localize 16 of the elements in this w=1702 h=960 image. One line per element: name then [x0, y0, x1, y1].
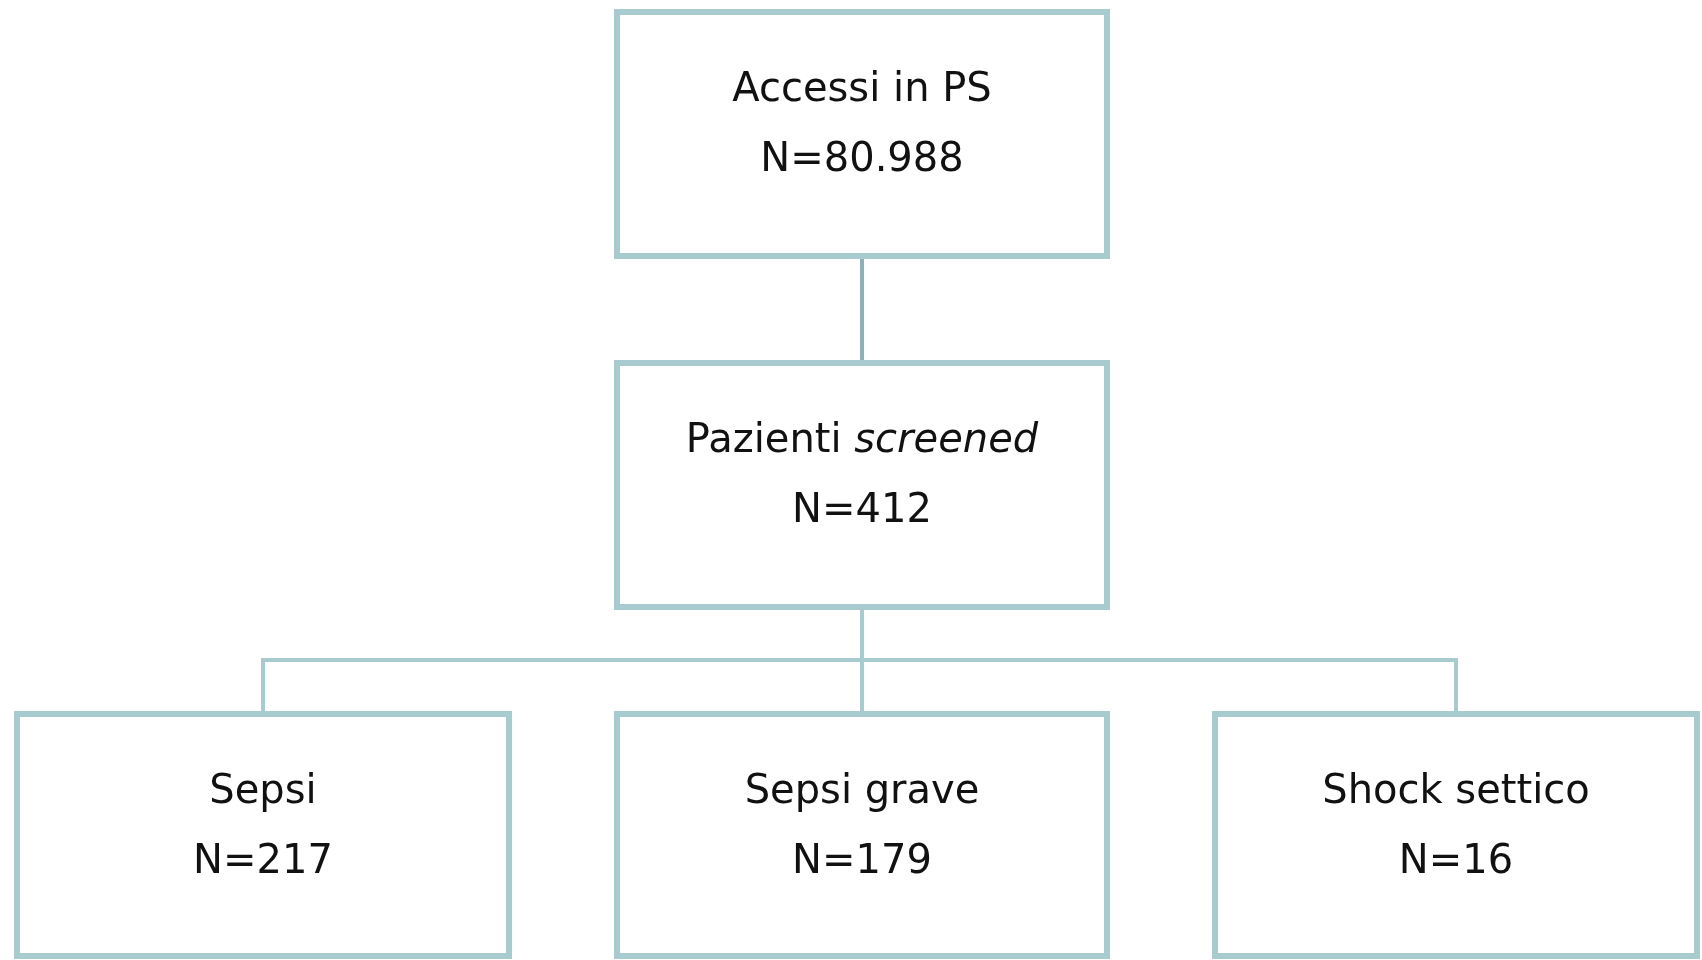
process-box — [614, 360, 1110, 610]
count-label: N=217 — [193, 835, 333, 883]
count-label: N=179 — [792, 835, 932, 883]
box-title: Sepsi — [209, 765, 317, 813]
process-box — [1212, 711, 1700, 959]
count-label: N=80.988 — [760, 133, 964, 181]
box-title: Pazienti screened — [685, 414, 1039, 462]
box-title: Accessi in PS — [732, 63, 992, 111]
box-title: Sepsi grave — [744, 765, 980, 813]
count-label: N=412 — [792, 484, 932, 532]
count-label: N=16 — [1398, 835, 1514, 883]
process-box — [14, 711, 512, 959]
process-box — [614, 711, 1110, 959]
process-box — [614, 9, 1110, 259]
box-title: Shock settico — [1322, 765, 1590, 813]
connector-line — [860, 259, 864, 360]
